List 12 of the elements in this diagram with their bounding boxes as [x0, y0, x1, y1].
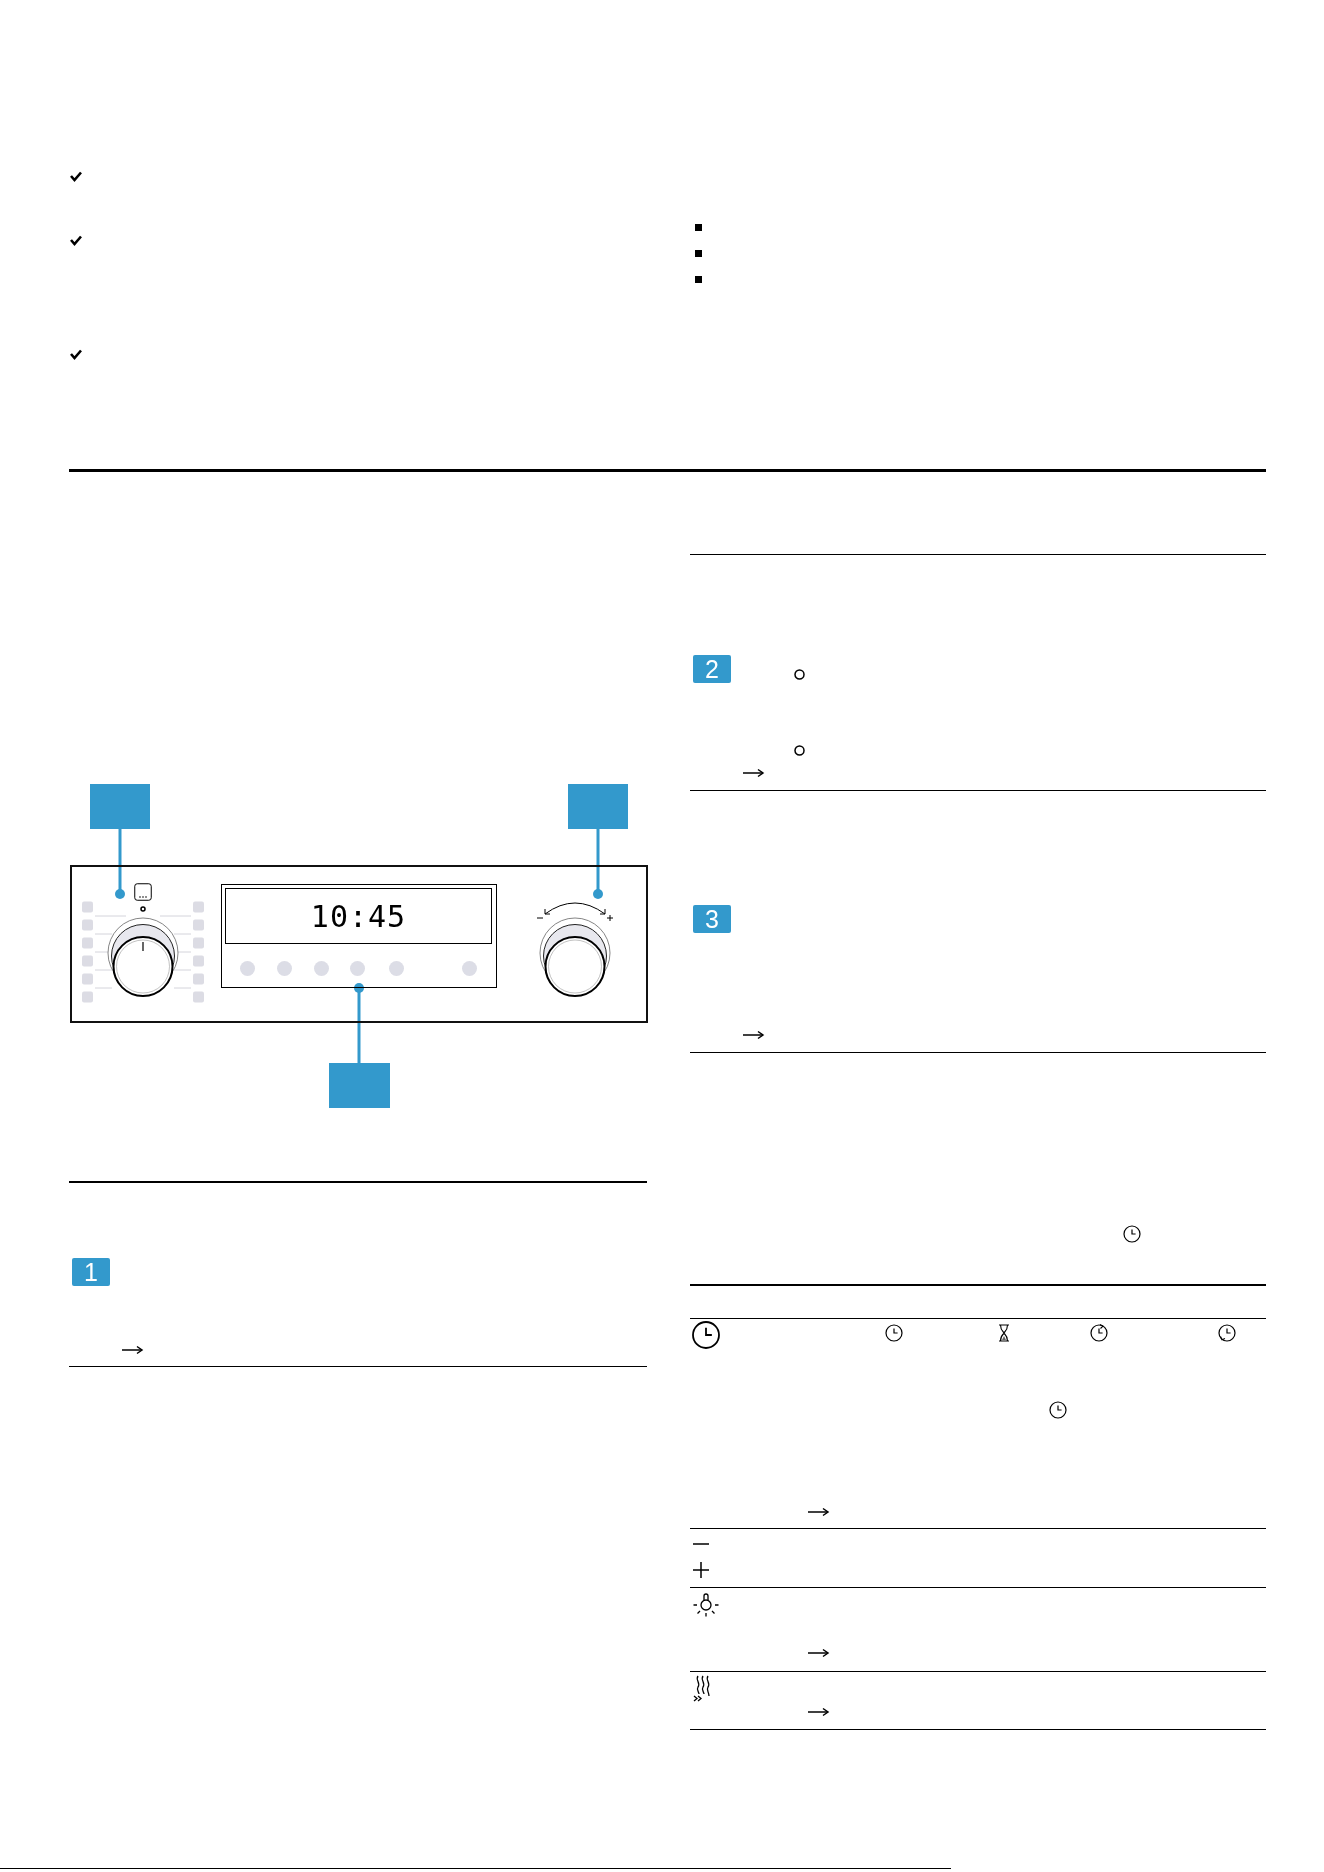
callout-box [90, 784, 150, 829]
leader-line [593, 829, 603, 899]
callout-number: 3 [693, 905, 731, 933]
callout-number: 1 [72, 1258, 110, 1286]
leader-line [115, 829, 125, 899]
display-screen: 10:45 [225, 888, 492, 944]
callout-number: 2 [693, 655, 731, 683]
display-panel [221, 884, 497, 988]
callout-box [568, 784, 628, 829]
callout-box [329, 1063, 390, 1108]
control-panel [70, 865, 648, 1023]
leader-line [354, 983, 364, 1063]
